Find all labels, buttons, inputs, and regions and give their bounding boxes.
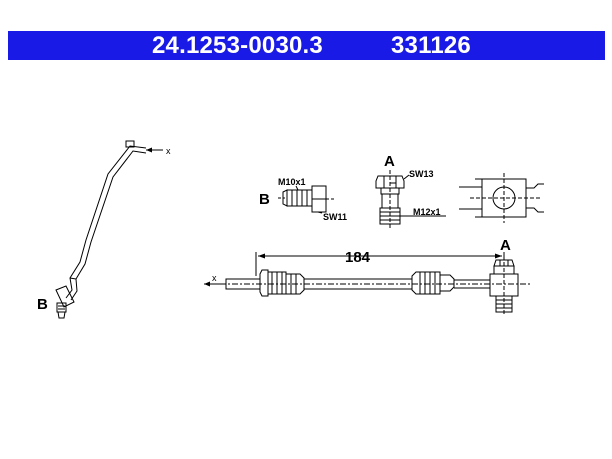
label-m12: M12x1 (413, 207, 441, 217)
banjo-section (459, 173, 544, 223)
hose-assembly (220, 256, 530, 316)
bent-line-overview (55, 140, 147, 319)
detail-a-bolt (375, 170, 446, 230)
article-code: 331126 (391, 32, 471, 59)
label-m10: M10x1 (278, 177, 306, 187)
arrowhead-top (146, 147, 152, 153)
part-number: 24.1253-0030.3 (152, 32, 323, 59)
x-label-top: x (166, 146, 171, 156)
label-b-detail: B (259, 191, 270, 208)
label-sw13: SW13 (409, 169, 434, 179)
label-a-detail: A (384, 153, 395, 170)
arrowhead-left (204, 281, 210, 287)
detail-b-fitting (278, 185, 334, 214)
title-bar: 24.1253-0030.3 331126 (8, 31, 605, 60)
label-b-overview: B (37, 296, 48, 313)
label-length: 184 (345, 249, 371, 266)
dim-arrowhead-right (495, 253, 502, 259)
dim-arrowhead-left (258, 253, 265, 259)
x-label-left: x (212, 273, 217, 283)
label-a-end: A (500, 237, 511, 254)
label-sw11: SW11 (323, 212, 347, 222)
dimension-184 (255, 252, 505, 276)
